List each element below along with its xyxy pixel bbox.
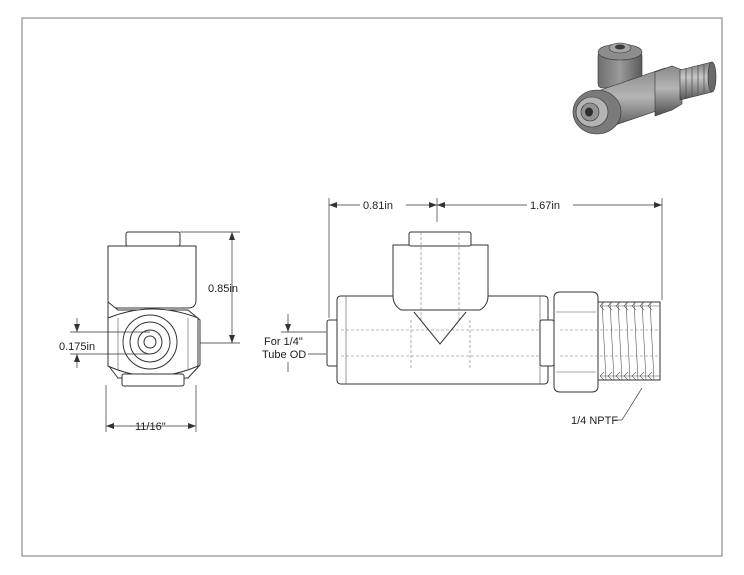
label-thread: 1/4 NPTF <box>571 415 618 427</box>
label-left-length: 0.81in <box>363 200 393 212</box>
label-height: 0.85in <box>208 283 238 295</box>
front-view <box>107 231 201 387</box>
label-bore: 0.175in <box>59 341 95 353</box>
label-tube-line2: Tube OD <box>262 349 306 361</box>
dim-height <box>180 231 240 344</box>
label-tube-line1: For 1/4" <box>264 336 303 348</box>
dim-front-width <box>105 385 197 432</box>
side-view <box>326 231 661 393</box>
isometric-render <box>572 42 717 135</box>
thread-lines <box>599 301 660 381</box>
label-front-width: 11/16" <box>135 421 166 433</box>
thread-leader <box>614 387 643 421</box>
label-right-length: 1.67in <box>530 200 560 212</box>
dim-bore <box>70 318 150 368</box>
